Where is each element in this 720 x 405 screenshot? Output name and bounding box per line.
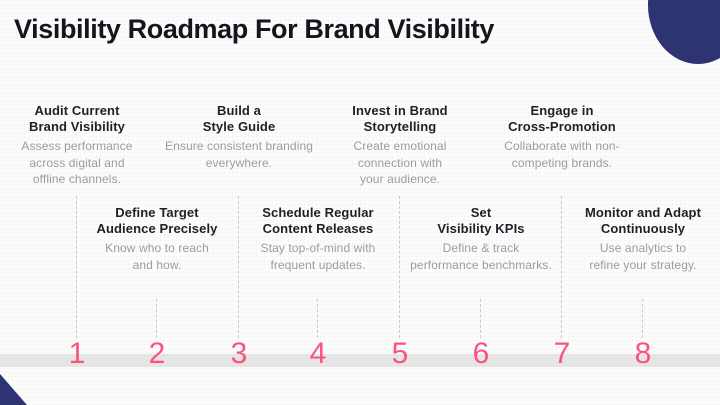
step-8-description: Use analytics to refine your strategy. bbox=[589, 241, 697, 272]
step-3-title-line1: Build a bbox=[216, 103, 262, 118]
timeline-number-5: 5 bbox=[391, 337, 409, 370]
step-8-title-line2: Continuously bbox=[600, 221, 686, 236]
timeline-number-2: 2 bbox=[148, 337, 166, 370]
timeline-number-3: 3 bbox=[230, 337, 248, 370]
step-2-title-line1: Define Target bbox=[115, 205, 199, 220]
step-5-description: Create emotional connection with your au… bbox=[353, 139, 447, 186]
corner-circle-decoration bbox=[648, 0, 720, 64]
dashed-connector-1 bbox=[76, 196, 77, 338]
step-7-title-line1: Engage in bbox=[530, 103, 594, 118]
step-1-description: Assess performance across digital and of… bbox=[21, 139, 133, 186]
slide-title: Visibility Roadmap For Brand Visibility bbox=[14, 14, 495, 44]
timeline-number-7: 7 bbox=[553, 337, 571, 370]
timeline-number-4: 4 bbox=[309, 337, 327, 370]
dashed-connector-6 bbox=[480, 299, 481, 338]
step-4-title-line2: Content Releases bbox=[262, 221, 374, 236]
dashed-connector-5 bbox=[399, 196, 400, 338]
step-2-title-line2: Audience Precisely bbox=[96, 221, 218, 236]
step-6-description: Define & track performance benchmarks. bbox=[410, 241, 552, 272]
dashed-connector-8 bbox=[642, 299, 643, 338]
corner-triangle-decoration bbox=[0, 374, 27, 405]
step-1-title-line2: Brand Visibility bbox=[29, 119, 125, 134]
step-6-title-line2: Visibility KPIs bbox=[437, 221, 525, 236]
dashed-connector-4 bbox=[317, 299, 318, 338]
step-8-title-line1: Monitor and Adapt bbox=[584, 205, 702, 220]
step-5-title-line2: Storytelling bbox=[363, 119, 437, 134]
step-3-description: Ensure consistent branding everywhere. bbox=[164, 139, 314, 170]
timeline-band bbox=[0, 354, 720, 367]
step-3-title-line2: Style Guide bbox=[202, 119, 276, 134]
dashed-connector-2 bbox=[156, 299, 157, 338]
step-7-description: Collaborate with non-competing brands. bbox=[504, 139, 620, 170]
dashed-connector-7 bbox=[561, 196, 562, 338]
step-6-title-line1: Set bbox=[470, 205, 492, 220]
step-7-title-line2: Cross-Promotion bbox=[508, 119, 616, 134]
timeline-number-8: 8 bbox=[634, 337, 652, 370]
timeline-number-1: 1 bbox=[68, 337, 86, 370]
step-5-title-line1: Invest in Brand bbox=[352, 103, 448, 118]
step-2-description: Know who to reach and how. bbox=[105, 241, 209, 272]
timeline-number-6: 6 bbox=[472, 337, 490, 370]
dashed-connector-3 bbox=[238, 196, 239, 338]
step-4-title-line1: Schedule Regular bbox=[262, 205, 374, 220]
step-4-description: Stay top-of-mind with frequent updates. bbox=[260, 241, 376, 272]
step-1-title-line1: Audit Current bbox=[34, 103, 120, 118]
